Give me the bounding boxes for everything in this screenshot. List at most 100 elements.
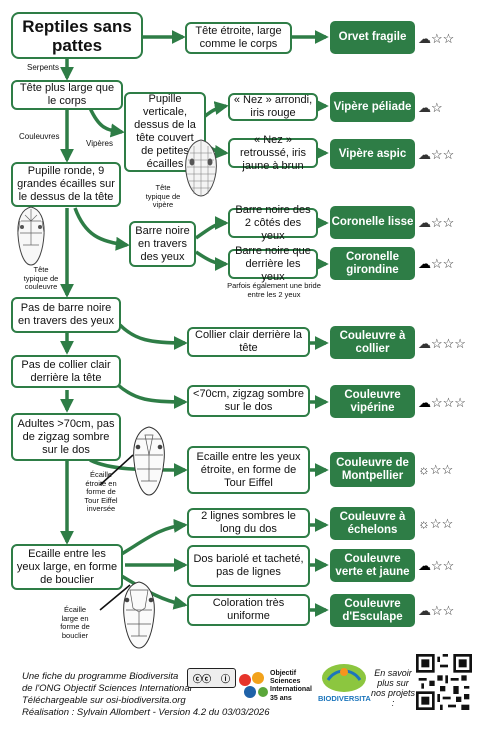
box-dos-bariole-text: Dos bariolé et tacheté, pas de lignes <box>193 553 304 578</box>
star-icon: ☆ <box>431 100 443 115</box>
more-info-text: En savoir plus sur nos projets : <box>370 668 416 708</box>
qr-code[interactable] <box>416 654 472 710</box>
box-pas-de-barre-text: Pas de barre noire en travers des yeux <box>18 302 114 327</box>
result-verte-jaune[interactable]: Couleuvre verte et jaune <box>330 549 415 582</box>
result-echelons[interactable]: Couleuvre à échelons <box>330 507 415 540</box>
narrow-scale-illustration <box>133 426 165 496</box>
caption-ecaille-etroite: Écaille étroite en forme de Tour Eiffel … <box>84 470 118 513</box>
cloud-icon: ☁ <box>418 215 431 230</box>
biodiversita-logo-mark <box>322 664 366 692</box>
status-collier: ☁☆☆☆ <box>418 337 466 351</box>
box-pas-de-collier-text: Pas de collier clair derrière la tête <box>21 358 111 384</box>
box-pas-de-barre[interactable]: Pas de barre noire en travers des yeux <box>11 297 121 333</box>
box-barre-noire[interactable]: Barre noire en travers des yeux <box>129 221 196 267</box>
box-tete-etroite-text: Tête étroite, large comme le corps <box>195 25 282 50</box>
box-nez-arrondi[interactable]: « Nez » arrondi, iris rouge <box>228 93 318 121</box>
status-aspic: ☁☆☆ <box>418 148 454 162</box>
result-coronelle-lisse[interactable]: Coronelle lisse <box>330 206 415 239</box>
box-pupille-ronde-text: Pupille ronde, 9 grandes écailles sur le… <box>17 165 115 203</box>
title-box: Reptiles sans pattes <box>11 12 143 59</box>
cloud-icon: ☁ <box>418 336 431 351</box>
box-coloration[interactable]: Coloration très uniforme <box>187 594 310 626</box>
cloud-icon: ☁ <box>418 558 431 573</box>
status-echelons: ☼☆☆ <box>418 517 453 531</box>
box-adultes-70-text: Adultes >70cm, pas de zigzag sombre sur … <box>17 417 115 456</box>
status-orvet: ☁☆☆ <box>418 32 454 46</box>
star-icon: ☆☆ <box>431 603 455 618</box>
status-coronelle-lisse: ☁☆☆ <box>418 216 454 230</box>
result-orvet-text: Orvet fragile <box>338 31 407 43</box>
result-peliade-text: Vipère péliade <box>333 100 412 113</box>
footer-line-3[interactable]: Téléchargeable sur osi-biodiversita.org <box>22 695 186 706</box>
cloud-icon: ☁ <box>418 395 431 410</box>
status-montpellier: ☼☆☆ <box>418 463 453 477</box>
osi-logo-sub: 35 ans <box>270 695 292 702</box>
result-esculape[interactable]: Couleuvre d'Esculape <box>330 594 415 627</box>
result-collier-text: Couleuvre à collier <box>339 329 406 355</box>
result-echelons-text: Couleuvre à échelons <box>339 510 406 536</box>
result-coronelle-lisse-text: Coronelle lisse <box>331 216 414 228</box>
osi-logo-text: Objectif Sciences International <box>270 670 313 693</box>
box-tete-plus-large-text: Tête plus large que le corps <box>19 82 115 107</box>
box-moins-70[interactable]: <70cm, zigzag sombre sur le dos <box>187 385 310 417</box>
status-esculape: ☁☆☆ <box>418 604 454 618</box>
cloud-icon: ☁ <box>418 147 431 162</box>
box-adultes-70[interactable]: Adultes >70cm, pas de zigzag sombre sur … <box>11 413 121 461</box>
box-deux-lignes[interactable]: 2 lignes sombres le long du dos <box>187 508 310 538</box>
box-collier-clair-text: Collier clair derrière la tête <box>195 329 302 354</box>
box-pas-de-collier[interactable]: Pas de collier clair derrière la tête <box>11 355 121 388</box>
star-icon: ☆☆ <box>431 147 455 162</box>
box-dos-bariole[interactable]: Dos bariolé et tacheté, pas de lignes <box>187 545 310 587</box>
status-peliade: ☁☆ <box>418 101 443 115</box>
box-deux-lignes-text: 2 lignes sombres le long du dos <box>201 510 296 535</box>
box-collier-clair[interactable]: Collier clair derrière la tête <box>187 327 310 357</box>
box-tete-etroite[interactable]: Tête étroite, large comme le corps <box>185 22 292 54</box>
box-ecaille-etroite-text: Ecaille entre les yeux étroite, en forme… <box>196 450 301 489</box>
star-icon: ☆☆ <box>431 31 455 46</box>
result-coronelle-girondine[interactable]: Coronelle girondine <box>330 247 415 280</box>
cloud-icon: ☁ <box>418 603 431 618</box>
result-peliade[interactable]: Vipère péliade <box>330 92 415 122</box>
box-ecaille-large[interactable]: Ecaille entre les yeux large, en forme d… <box>11 544 123 590</box>
box-nez-arrondi-text: « Nez » arrondi, iris rouge <box>233 94 313 119</box>
result-montpellier[interactable]: Couleuvre de Montpellier <box>330 452 415 487</box>
viper-head-illustration <box>185 139 217 197</box>
box-barre-derriere-text: Barre noire que derrière les yeux <box>235 244 311 283</box>
box-barre-noire-text: Barre noire en travers des yeux <box>135 224 190 263</box>
footer-line-2: de l'ONG Objectif Sciences International <box>22 683 192 694</box>
box-barre-derriere[interactable]: Barre noire que derrière les yeux <box>228 245 318 283</box>
box-moins-70-text: <70cm, zigzag sombre sur le dos <box>193 388 304 413</box>
result-aspic[interactable]: Vipère aspic <box>330 139 415 169</box>
star-icon: ☆☆☆ <box>431 395 466 410</box>
result-collier[interactable]: Couleuvre à collier <box>330 326 415 359</box>
result-esculape-text: Couleuvre d'Esculape <box>342 597 403 623</box>
box-tete-plus-large[interactable]: Tête plus large que le corps <box>11 80 123 110</box>
cloud-icon: ☁ <box>418 31 431 46</box>
box-ecaille-large-text: Ecaille entre les yeux large, en forme d… <box>16 547 118 586</box>
osi-logo-mark <box>239 672 268 698</box>
box-pupille-ronde[interactable]: Pupille ronde, 9 grandes écailles sur le… <box>11 162 121 207</box>
biodiversita-logo-text: BIODIVERSITA <box>318 694 371 703</box>
status-coronelle-girondine: ☁☆☆ <box>418 257 454 271</box>
box-ecaille-etroite[interactable]: Ecaille entre les yeux étroite, en forme… <box>187 446 310 494</box>
cloud-icon: ☁ <box>418 256 431 271</box>
result-viperine[interactable]: Couleuvre vipérine <box>330 385 415 418</box>
sun-icon: ☼ <box>418 462 430 477</box>
cloud-icon: ☁ <box>418 100 431 115</box>
star-icon: ☆☆ <box>431 256 455 271</box>
star-icon: ☆☆ <box>429 516 454 531</box>
page-title: Reptiles sans pattes <box>22 16 132 55</box>
star-icon: ☆☆ <box>431 558 455 573</box>
wide-scale-illustration <box>123 581 155 649</box>
box-barre-2-cotes[interactable]: Barre noire des 2 côtés des yeux <box>228 204 318 242</box>
result-orvet[interactable]: Orvet fragile <box>330 21 415 54</box>
status-verte-jaune: ☁☆☆ <box>418 559 454 573</box>
label-serpents: Serpents <box>27 63 60 72</box>
result-coronelle-girondine-text: Coronelle girondine <box>345 250 400 276</box>
result-montpellier-text: Couleuvre de Montpellier <box>336 456 409 482</box>
caption-tete-couleuvre: Tête typique de couleuvre <box>23 265 59 291</box>
star-icon: ☆☆ <box>431 215 455 230</box>
box-nez-retrousse[interactable]: « Nez » retroussé, iris jaune à brun <box>228 134 318 172</box>
result-aspic-text: Vipère aspic <box>338 147 407 160</box>
box-barre-2-cotes-text: Barre noire des 2 côtés des yeux <box>235 203 311 242</box>
